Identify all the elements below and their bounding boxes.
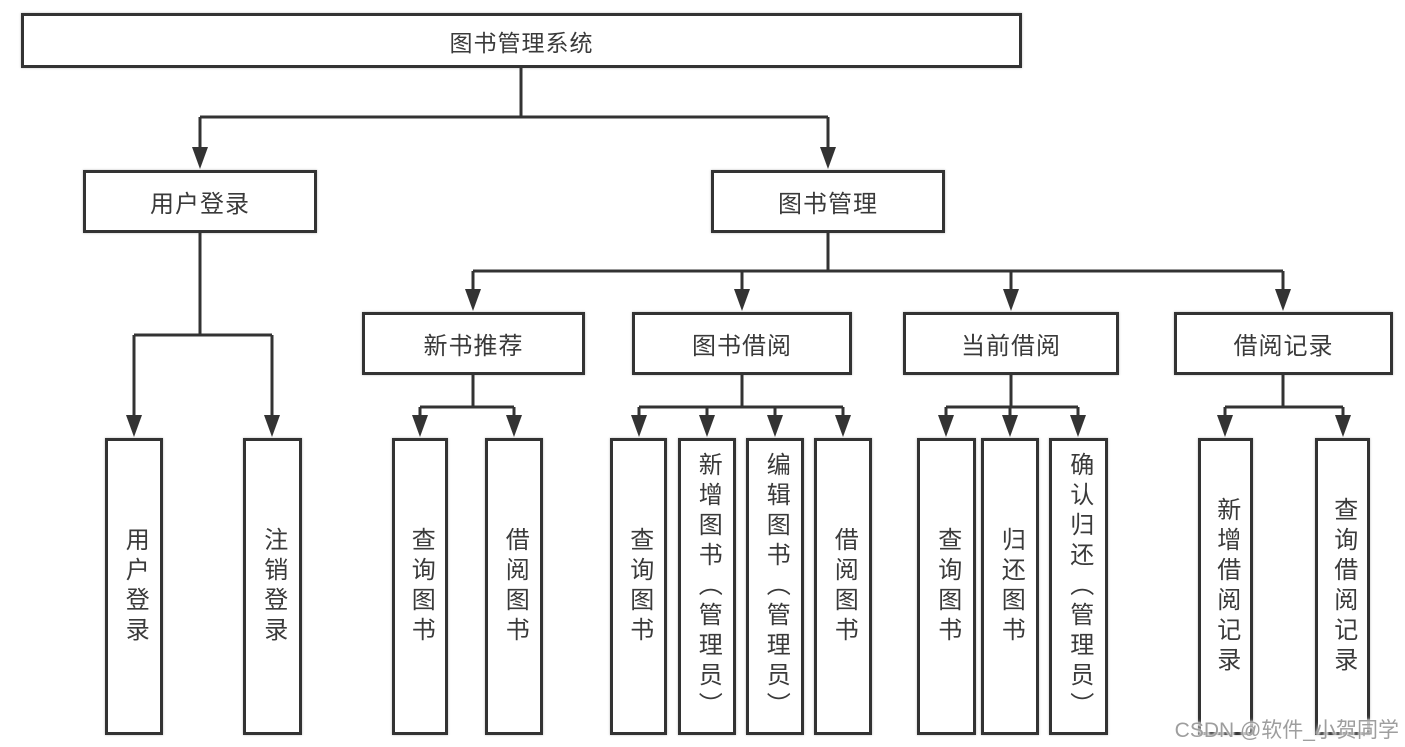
leaf-label: 查询借阅记录 (1329, 496, 1357, 677)
leaf-label: 注销登录 (259, 526, 287, 647)
leaf-add-borrow-record: 新增借阅记录 (1198, 438, 1253, 735)
node-new-book-recommend: 新书推荐 (362, 312, 585, 375)
leaf-label: 新增借阅记录 (1212, 496, 1240, 677)
leaf-query-borrow-record: 查询借阅记录 (1315, 438, 1370, 735)
leaf-label: 查询图书 (933, 526, 961, 647)
leaf-query-books-recommend: 查询图书 (392, 438, 448, 735)
node-current-borrowing: 当前借阅 (903, 312, 1119, 375)
leaf-label: 确认归还（管理员） (1065, 451, 1093, 722)
leaf-query-books-current: 查询图书 (917, 438, 976, 735)
node-borrowing-records: 借阅记录 (1174, 312, 1393, 375)
node-book-borrowing: 图书借阅 (632, 312, 852, 375)
leaf-add-books-admin: 新增图书（管理员） (678, 438, 736, 735)
leaf-query-books-borrowing: 查询图书 (610, 438, 667, 735)
leaf-confirm-return-admin: 确认归还（管理员） (1049, 438, 1108, 735)
node-book-management: 图书管理 (711, 170, 945, 233)
leaf-label: 编辑图书（管理员） (762, 451, 790, 722)
leaf-label: 借阅图书 (501, 526, 529, 647)
leaf-borrow-books: 借阅图书 (814, 438, 872, 735)
leaf-label: 借阅图书 (830, 526, 858, 647)
leaf-label: 用户登录 (121, 526, 149, 647)
arrowhead-icons (126, 147, 1351, 437)
leaf-label: 新增图书（管理员） (694, 451, 722, 722)
leaf-user-login: 用户登录 (105, 438, 163, 735)
leaf-edit-books-admin: 编辑图书（管理员） (746, 438, 804, 735)
node-library-system: 图书管理系统 (21, 13, 1022, 68)
leaf-return-books: 归还图书 (981, 438, 1039, 735)
node-user-login: 用户登录 (83, 170, 317, 233)
leaf-logout: 注销登录 (243, 438, 302, 735)
csdn-watermark: CSDN @软件_小贺同学 (1174, 719, 1399, 742)
leaf-label: 归还图书 (997, 526, 1025, 647)
leaf-borrow-books-recommend: 借阅图书 (485, 438, 543, 735)
leaf-label: 查询图书 (407, 526, 435, 647)
leaf-label: 查询图书 (625, 526, 653, 647)
